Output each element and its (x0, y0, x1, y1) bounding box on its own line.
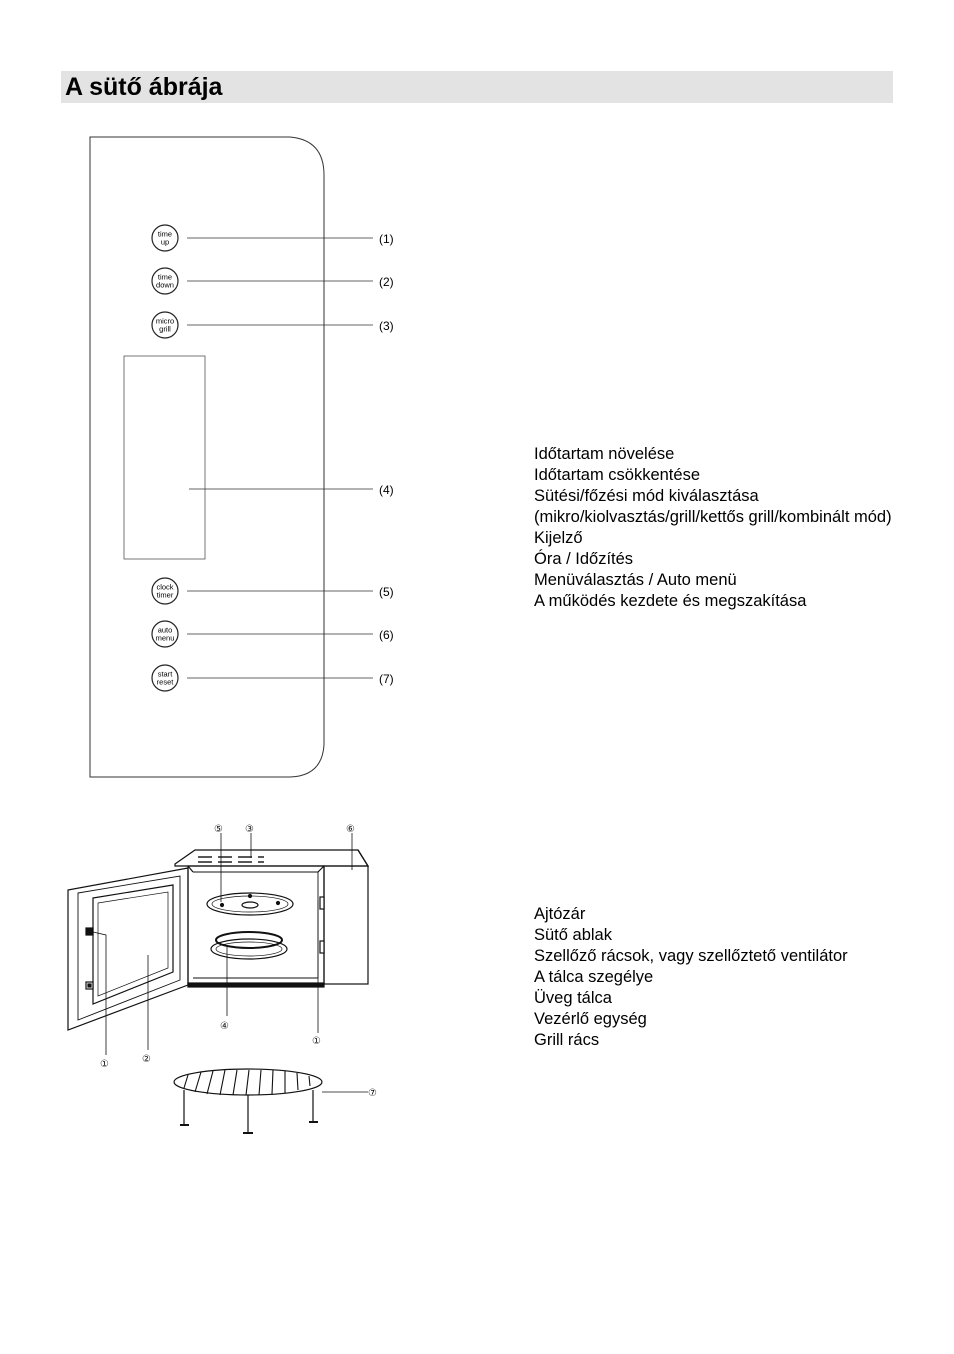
page-title: A sütő ábrája (65, 73, 223, 101)
button-circle (151, 267, 179, 295)
legend-item: Sütő ablak (534, 926, 612, 944)
legend-item: Óra / Időzítés (534, 550, 634, 568)
legend-item: Sütési/főzési mód kiválasztása (534, 487, 759, 505)
callout-label: (5) (379, 585, 394, 599)
button-label-line2: up (161, 238, 169, 247)
legend-item: Grill rács (534, 1031, 600, 1049)
button-label-line1: micro (156, 317, 174, 326)
button-circle (151, 577, 179, 605)
grill-rack (173, 1068, 323, 1134)
oven-label-1-left: ① (100, 1059, 109, 1070)
legend-item: Időtartam növelése (534, 445, 675, 463)
oven-label-7: ⑦ (368, 1088, 377, 1099)
panel-buttons: (1)timeup(2)timedown(3)microgrill(5)cloc… (151, 224, 394, 692)
button-circle (151, 224, 179, 252)
button-label-line1: clock (156, 583, 173, 592)
callout-label: (2) (379, 275, 394, 289)
callout-label: (1) (379, 232, 394, 246)
legend-item: (mikro/kiolvasztás/grill/kettős grill/ko… (534, 508, 892, 526)
oven-label-4: ④ (220, 1021, 229, 1032)
button-label-line1: auto (158, 626, 173, 635)
oven-label-5: ⑤ (214, 824, 223, 835)
button-label-line2: grill (159, 325, 171, 334)
oven-label-1-right: ① (312, 1036, 321, 1047)
button-label-line2: timer (157, 591, 174, 600)
oven-labels: ⑤ ③ ⑥ ④ ① ② ① ⑦ (100, 824, 377, 1099)
button-label-line1: time (158, 230, 172, 239)
legend-item: A tálca szegélye (534, 968, 654, 986)
button-label-line1: start (158, 670, 174, 679)
callout-4: (4) (379, 483, 394, 497)
button-circle (151, 664, 179, 692)
oven-legend: Ajtózár Sütő ablak Szellőző rácsok, vagy… (534, 904, 848, 1051)
legend-item: A működés kezdete és megszakítása (534, 592, 807, 610)
legend-item: Üveg tálca (534, 989, 612, 1007)
legend-item: Kijelző (534, 529, 583, 547)
callout-label: (6) (379, 628, 394, 642)
oven-label-2: ② (142, 1054, 151, 1065)
legend-item: Ajtózár (534, 905, 586, 923)
callout-label: (3) (379, 319, 394, 333)
panel-legend: Időtartam növelése Időtartam csökkentése… (534, 444, 894, 612)
legend-item: Vezérlő egység (534, 1010, 647, 1028)
title-bar: A sütő ábrája (61, 71, 893, 103)
button-label-line2: down (156, 281, 174, 290)
legend-item: Menüválasztás / Auto menü (534, 571, 737, 589)
button-label-line1: time (158, 273, 172, 282)
button-circle (151, 620, 179, 648)
button-label-line2: reset (157, 678, 175, 687)
legend-item: Szellőző rácsok, vagy szellőztető ventil… (534, 947, 848, 965)
legend-item: Időtartam csökkentése (534, 466, 700, 484)
button-circle (151, 311, 179, 339)
control-panel-outline (89, 136, 325, 778)
oven-leader-lines (92, 833, 368, 1093)
oven-label-6: ⑥ (346, 824, 355, 835)
callout-label: (7) (379, 672, 394, 686)
oven-body (67, 849, 370, 1031)
button-label-line2: menu (156, 634, 175, 643)
display-window (123, 355, 206, 560)
oven-label-3: ③ (245, 824, 254, 835)
